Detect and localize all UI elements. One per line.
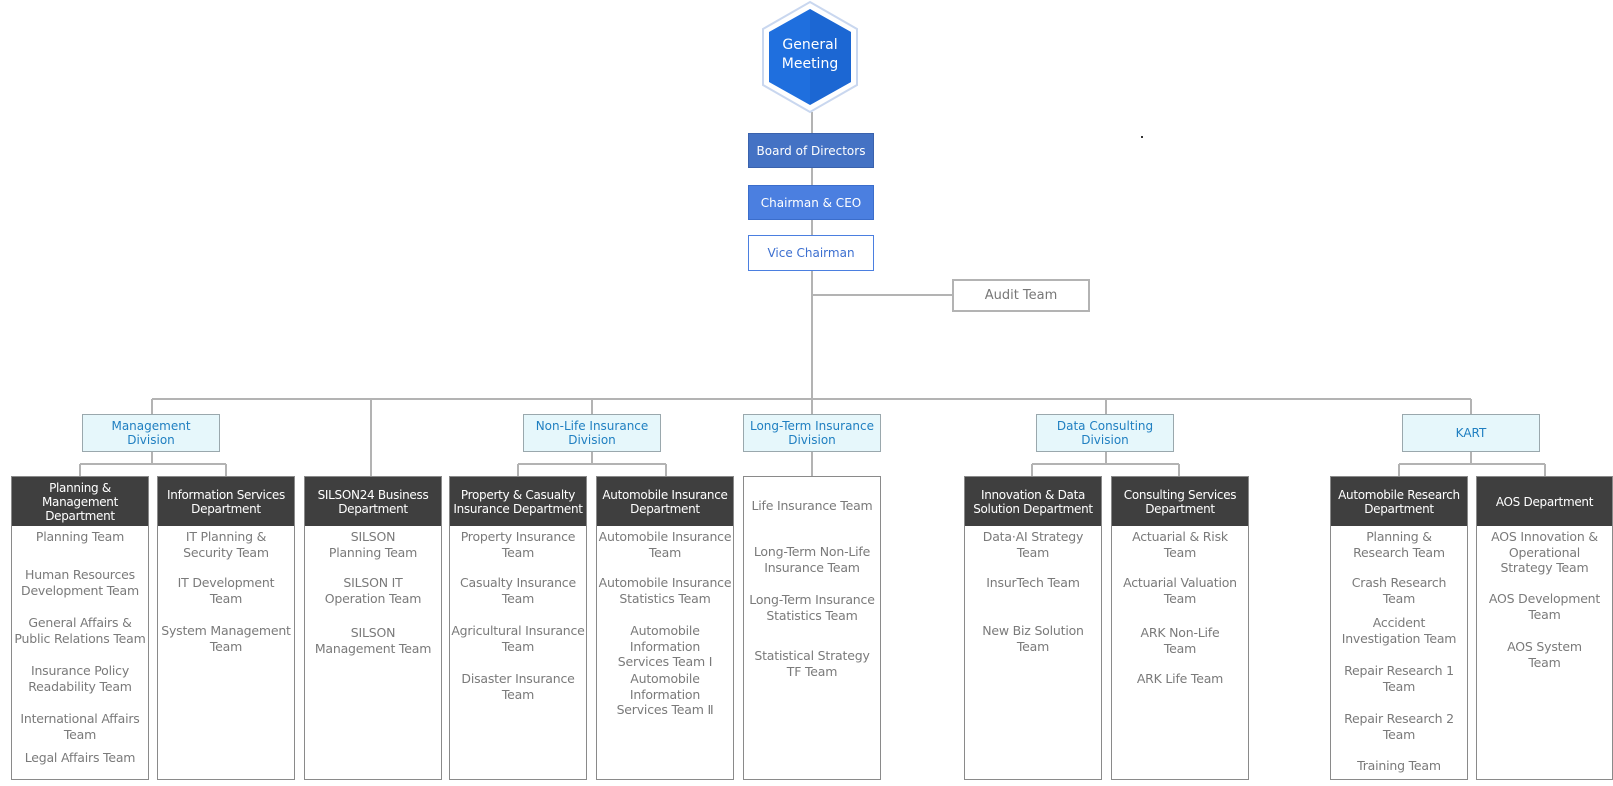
division-data-consulting: Data Consulting Division [1036,414,1174,452]
team-item: AOS Innovation & Operational Strategy Te… [1491,529,1598,575]
team-item: Life Insurance Team [751,498,873,513]
general-meeting-node: General Meeting [760,0,860,114]
dept-long-term-teams: Life Insurance Team Long-Term Non-Life I… [743,476,881,780]
team-item: Repair Research 2 Team [1344,711,1454,742]
team-item: System Management Team [161,623,291,654]
team-item: Long-Term Non-Life Insurance Team [753,544,871,575]
team-item: Insurance Policy Readability Team [28,663,132,694]
team-item: SILSON Management Team [314,625,432,656]
vice-chairman-box: Vice Chairman [748,235,874,271]
dept-automobile-insurance: Automobile Insurance Department Automobi… [596,476,734,780]
dept-information-services: Information Services Department IT Plann… [157,476,295,780]
team-item: New Biz Solution Team [982,623,1084,654]
team-item: Data·AI Strategy Team [982,529,1084,560]
team-item: SILSON Planning Team [328,529,418,560]
dept-property-casualty: Property & Casualty Insurance Department… [449,476,587,780]
division-non-life: Non-Life Insurance Division [523,414,661,452]
team-item: Agricultural Insurance Team [451,623,585,654]
dept-header: Consulting Services Department [1112,477,1248,526]
dept-planning-management: Planning & Management Department Plannin… [11,476,149,780]
dept-header: AOS Department [1477,477,1612,526]
chairman-ceo-box: Chairman & CEO [748,185,874,220]
dept-automobile-research: Automobile Research Department Planning … [1330,476,1468,780]
dept-header: Automobile Insurance Department [597,477,733,526]
team-item: Casualty Insurance Team [460,575,576,606]
team-item: Property Insurance Team [460,529,576,560]
team-item: Crash Research Team [1351,575,1447,606]
board-label: Board of Directors [756,143,866,158]
dept-header: Information Services Department [158,477,294,526]
team-item: Repair Research 1 Team [1344,663,1454,694]
team-item: InsurTech Team [986,575,1080,590]
team-item: Human Resources Development Team [21,567,139,598]
dept-innovation-data: Innovation & Data Solution Department Da… [964,476,1102,780]
team-item: IT Planning & Security Team [183,529,269,560]
audit-team-box: Audit Team [952,279,1090,312]
team-item: Automobile Insurance Statistics Team [598,575,732,606]
team-item: Planning & Research Team [1353,529,1445,560]
stray-dot [1141,136,1143,138]
team-item: IT Development Team [177,575,275,606]
dept-header: Automobile Research Department [1331,477,1467,526]
audit-label: Audit Team [984,288,1058,303]
team-item: Planning Team [35,529,125,544]
dept-consulting-services: Consulting Services Department Actuarial… [1111,476,1249,780]
team-item: Automobile Information Services Team Ⅱ [616,671,714,717]
team-item: Actuarial Valuation Team [1123,575,1237,606]
team-item: AOS System Team [1507,639,1582,670]
team-item: International Affairs Team [20,711,140,742]
team-item: Automobile Insurance Team [598,529,732,560]
hexagon-shape [762,0,858,114]
team-item: Accident Investigation Team [1341,615,1457,646]
dept-header: SILSON24 Business Department [305,477,441,526]
team-item: Training Team [1357,758,1441,773]
ceo-label: Chairman & CEO [760,195,862,210]
team-item: Actuarial & Risk Team [1132,529,1228,560]
division-management: Management Division [82,414,220,452]
team-item: Statistical Strategy TF Team [754,648,870,679]
team-item: Long-Term Insurance Statistics Team [749,592,875,623]
division-kart: KART [1402,414,1540,452]
team-item: Disaster Insurance Team [461,671,575,702]
dept-header: Planning & Management Department [12,477,148,526]
board-of-directors-box: Board of Directors [748,133,874,168]
dept-header: Property & Casualty Insurance Department [450,477,586,526]
team-item: AOS Development Team [1488,591,1601,622]
team-item: ARK Life Team [1136,671,1224,686]
vice-label: Vice Chairman [767,246,855,260]
team-item: Automobile Information Services Team Ⅰ [617,623,713,669]
team-item: ARK Non-Life Team [1140,625,1220,656]
team-item: SILSON IT Operation Team [324,575,422,606]
team-item: General Affairs & Public Relations Team [14,615,146,646]
team-item: Legal Affairs Team [24,750,136,765]
dept-header: Innovation & Data Solution Department [965,477,1101,526]
dept-silson24: SILSON24 Business Department SILSON Plan… [304,476,442,780]
division-long-term: Long-Term Insurance Division [743,414,881,452]
dept-aos: AOS Department AOS Innovation & Operatio… [1476,476,1613,780]
general-meeting-label: General Meeting [781,37,839,72]
